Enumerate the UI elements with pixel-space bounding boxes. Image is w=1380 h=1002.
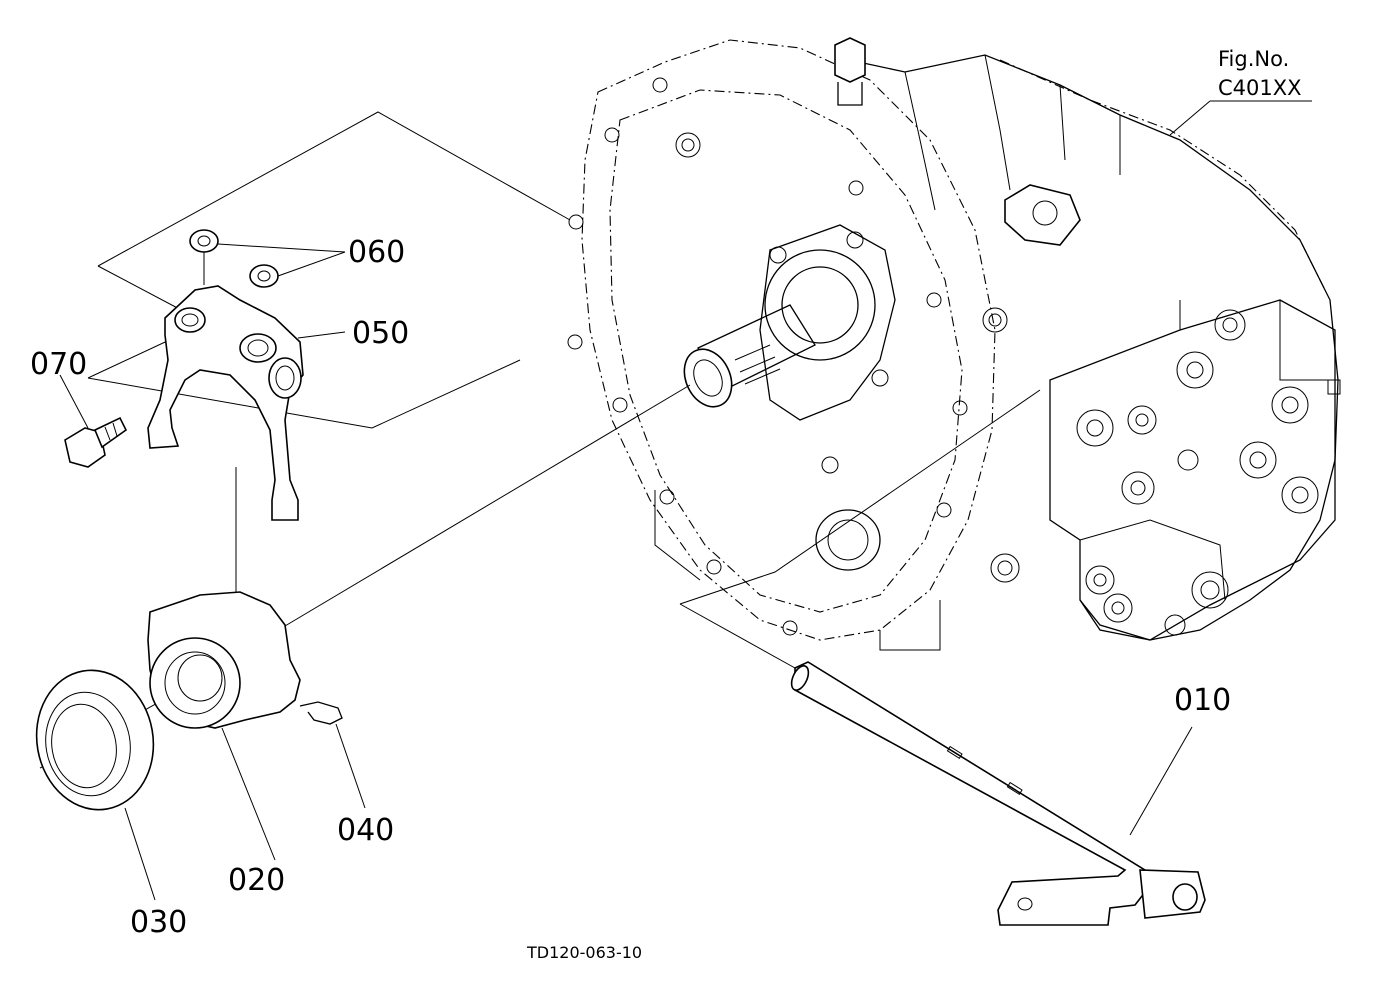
callout-050: 050: [352, 316, 409, 351]
figure-number-block: Fig.No. C401XX: [1169, 47, 1312, 136]
drawing-code: TD120-063-10: [526, 943, 642, 962]
callout-060: 060: [348, 235, 405, 270]
figure-number: C401XX: [1218, 76, 1302, 100]
figure-label: Fig.No.: [1218, 47, 1289, 71]
valve-block: [1049, 299, 1341, 641]
input-shaft: [683, 304, 816, 408]
callout-030: 030: [130, 905, 187, 940]
seal-030: [35, 669, 156, 901]
clip-040: [299, 701, 366, 809]
callout-labels: 010 020 030 040 050 060 070: [30, 235, 1231, 940]
shift-fork-050: [147, 285, 346, 521]
callout-070: 070: [30, 347, 87, 382]
callout-010: 010: [1174, 683, 1231, 718]
callout-040: 040: [337, 813, 394, 848]
bolt-070: [59, 374, 128, 468]
transmission-housing: [567, 37, 1341, 651]
release-shaft-010: [790, 661, 1206, 926]
washer-060: [189, 229, 346, 288]
bearing-retainer: [759, 224, 896, 474]
callout-020: 020: [228, 863, 285, 898]
release-bearing-020: [147, 591, 301, 861]
